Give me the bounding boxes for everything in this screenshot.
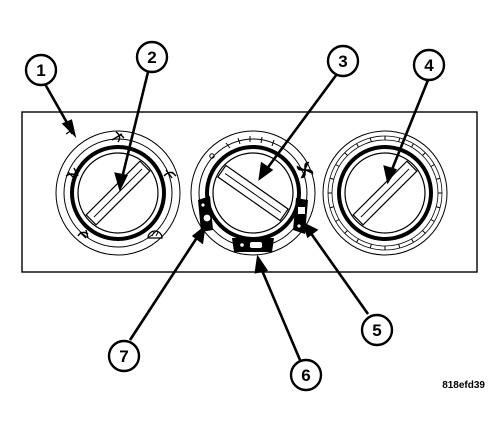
recirculation-button[interactable]	[232, 238, 274, 252]
temperature-scale-segment	[411, 238, 414, 243]
callout-3: 3	[326, 44, 360, 78]
air-conditioning-button[interactable]	[198, 196, 213, 232]
temperature-scale-segment	[329, 206, 334, 209]
leader-1-arrowhead	[61, 119, 77, 139]
temperature-scale-segment	[344, 230, 348, 234]
fan-icon	[296, 161, 314, 179]
leader-2	[120, 71, 150, 179]
temperature-scale-segment	[344, 152, 348, 156]
temperature-scale-segment	[335, 164, 340, 167]
bi-level-mode-icon	[111, 131, 125, 143]
callout-5: 5	[360, 313, 394, 347]
callout-2: 2	[135, 40, 169, 74]
callout-7-label: 7	[119, 347, 128, 366]
leader-7-arrowhead	[191, 224, 206, 245]
leader-4	[389, 79, 430, 173]
callout-3-label: 3	[338, 52, 347, 71]
callout-6: 6	[289, 358, 323, 392]
air-conditioning-icon	[203, 214, 211, 222]
callout-4: 4	[412, 48, 446, 82]
temperature-scale-segment	[422, 152, 426, 156]
mix-mode-icon	[163, 169, 177, 179]
temperature-scale-segment	[430, 164, 435, 167]
callout-1: 1	[24, 53, 58, 87]
temperature-scale-segment	[356, 238, 359, 243]
temperature-scale-segment	[436, 206, 441, 209]
leader-5-arrowhead	[301, 221, 319, 239]
temperature-scale	[328, 136, 442, 250]
temperature-control-knob	[322, 130, 448, 256]
leader-4-arrowhead	[383, 165, 398, 185]
leader-5	[308, 231, 370, 315]
leader-7	[128, 235, 200, 341]
temperature-scale-segment	[369, 137, 372, 142]
control-panel-bezel	[21, 111, 478, 273]
mode-control-knob	[55, 127, 181, 256]
temperature-scale-segment	[335, 219, 340, 222]
temperature-scale-segment	[398, 137, 401, 142]
blower-control-knob	[190, 130, 316, 256]
defrost-mode-icon-left	[77, 229, 89, 239]
callout-5-label: 5	[372, 321, 381, 340]
defrost-mode-icon	[147, 230, 163, 239]
leader-3-arrowhead	[258, 161, 274, 181]
temperature-scale-segment	[436, 177, 441, 180]
recirculation-icon	[250, 242, 262, 248]
callout-2-label: 2	[147, 48, 156, 67]
leader-6-arrowhead	[254, 254, 269, 274]
leader-1	[43, 83, 72, 129]
temperature-scale-segment	[369, 244, 372, 249]
temperature-scale-segment	[329, 177, 334, 180]
rear-defrost-icon	[298, 207, 305, 214]
callout-6-label: 6	[301, 366, 310, 385]
floor-mode-icon	[65, 167, 79, 179]
leader-3	[264, 73, 339, 171]
temperature-scale-segment	[430, 219, 435, 222]
temperature-scale-segment	[411, 143, 414, 148]
temperature-scale-segment	[422, 230, 426, 234]
temperature-scale-segment	[398, 244, 401, 249]
callout-7: 7	[107, 339, 141, 373]
leader-2-arrowhead	[114, 172, 128, 192]
figure-id: 818efd39	[442, 380, 485, 391]
leader-6	[259, 267, 302, 361]
callout-4-label: 4	[424, 56, 434, 75]
callout-1-label: 1	[36, 61, 45, 80]
temperature-scale-segment	[356, 143, 359, 148]
